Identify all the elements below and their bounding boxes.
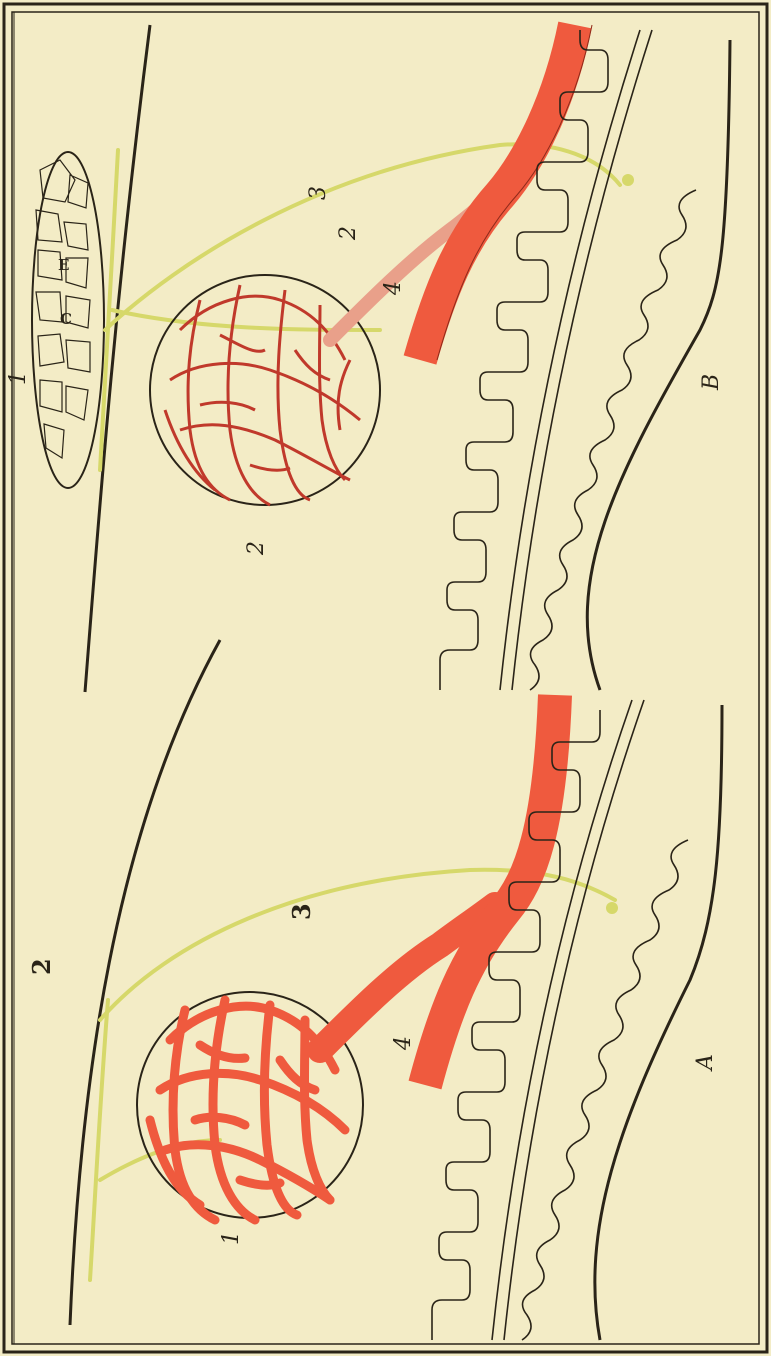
panel-b: C E bbox=[6, 25, 730, 692]
cell-letter-c: C bbox=[60, 310, 72, 328]
outer-border bbox=[4, 4, 767, 1352]
surface-line-b bbox=[85, 25, 150, 692]
mucosa-folds-b bbox=[440, 30, 696, 690]
serosa-line-b bbox=[587, 40, 730, 690]
nerve-ending-b bbox=[622, 174, 634, 186]
label-b-4: 4 bbox=[381, 281, 406, 296]
top-label-b: 1 bbox=[6, 371, 31, 385]
label-b-3: 3 bbox=[306, 186, 331, 200]
label-a-1: 1 bbox=[219, 1231, 244, 1245]
panel-a: 2 3 4 1 A bbox=[27, 640, 722, 1340]
serosa-line-a bbox=[595, 705, 722, 1340]
label-b-2-right: 2 bbox=[336, 226, 361, 241]
artery-a bbox=[425, 695, 555, 1085]
figure-label-b: B bbox=[699, 374, 724, 391]
top-label-a: 2 bbox=[27, 958, 56, 975]
nerve-ending-a bbox=[606, 902, 618, 914]
cell-cluster: C E bbox=[32, 152, 104, 488]
capillary-net-a bbox=[150, 1000, 345, 1220]
nerve-fibres-a bbox=[90, 870, 615, 1280]
capillary-net-b bbox=[165, 285, 360, 505]
label-b-2-left: 2 bbox=[244, 541, 269, 556]
cell-letter-e: E bbox=[58, 256, 69, 274]
label-a-3: 3 bbox=[287, 903, 316, 920]
label-a-4: 4 bbox=[391, 1036, 416, 1051]
inner-border bbox=[12, 12, 759, 1344]
figure-label-a: A bbox=[693, 1054, 718, 1072]
